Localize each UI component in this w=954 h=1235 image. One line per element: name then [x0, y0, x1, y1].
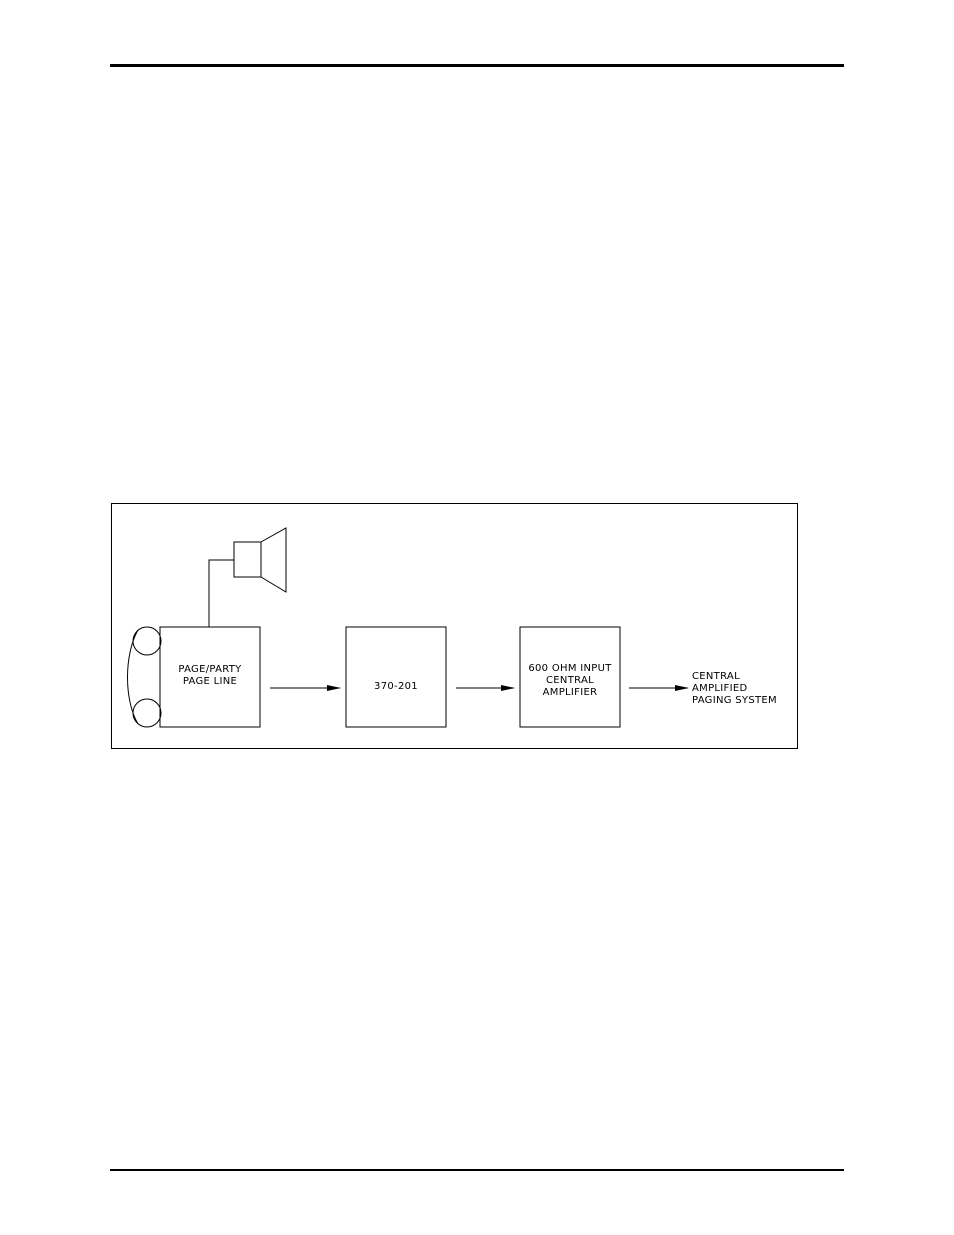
- block-interface-label: 370-201: [374, 681, 418, 692]
- block-page-party: [159, 626, 261, 728]
- speaker-wire: [208, 559, 234, 627]
- output-label-line2: AMPLIFIED: [692, 683, 747, 694]
- handset-icon: [127, 626, 162, 728]
- output-label-line1: CENTRAL: [692, 671, 740, 682]
- block-page-party-line1: PAGE/PARTY: [178, 664, 242, 675]
- block-amplifier-line1: 600 OHM INPUT: [528, 663, 612, 674]
- block-amplifier: [519, 626, 621, 728]
- header-rule: [110, 64, 844, 67]
- block-page-party-line2: PAGE LINE: [183, 676, 237, 687]
- footer-rule: [110, 1169, 844, 1171]
- speaker-icon: [233, 527, 287, 593]
- block-amplifier-line3: AMPLIFIER: [543, 687, 598, 698]
- block-interface: [345, 626, 447, 728]
- diagram-frame: [111, 503, 798, 749]
- output-label-line3: PAGING SYSTEM: [692, 695, 777, 706]
- block-amplifier-line2: CENTRAL: [546, 675, 594, 686]
